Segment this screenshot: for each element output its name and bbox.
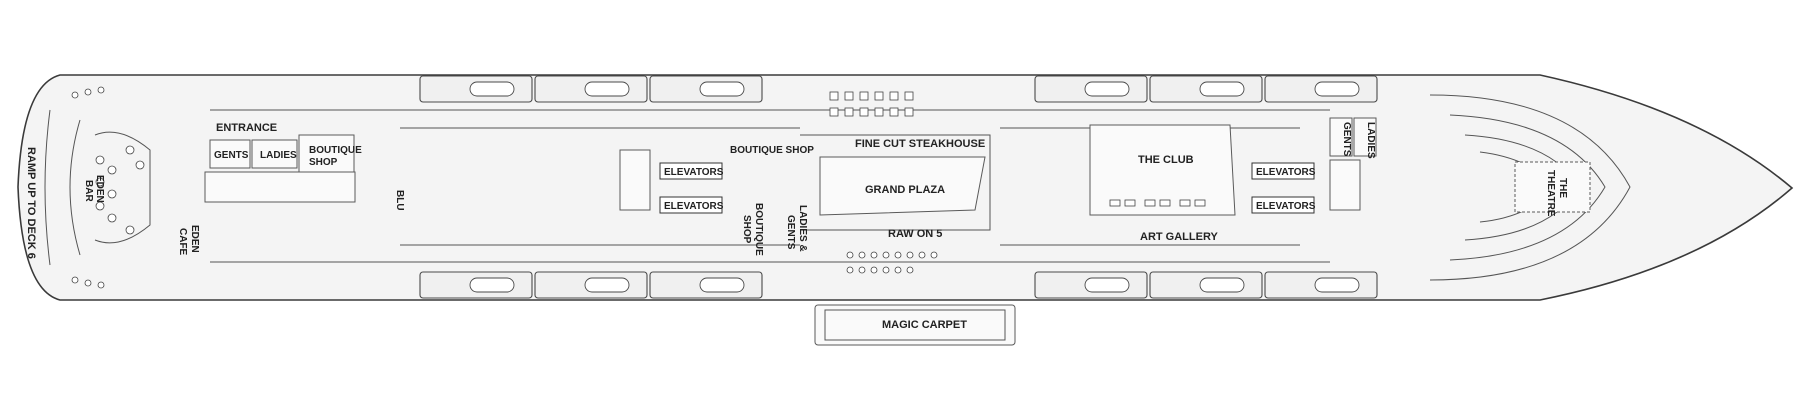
elevators-fwd-lower-box: [659, 196, 723, 214]
ladies-room: [251, 139, 298, 169]
magic-carpet-platform: [814, 304, 1016, 346]
the-club-outline: [1089, 124, 1236, 216]
gents-aft-room: [1329, 117, 1353, 157]
label-boutique-shop-1: BOUTIQUE: [309, 145, 362, 156]
ladies-aft-room: [1353, 117, 1377, 157]
elevator-shaft-aft: [1329, 159, 1361, 211]
label-fine-cut: FINE CUT STEAKHOUSE: [855, 138, 985, 150]
label-boutique-shop-2: SHOP: [309, 157, 338, 168]
gents-room: [209, 139, 251, 169]
atrium-outline: [800, 134, 991, 231]
label-ladies-gents-2: GENTS: [785, 215, 796, 250]
label-raw-on-5: RAW ON 5: [888, 228, 942, 240]
elevators-aft-upper-box: [1251, 162, 1315, 180]
grand-plaza-outline: [819, 156, 986, 216]
theatre-outline: [1429, 94, 1631, 281]
label-magic-carpet: MAGIC CARPET: [882, 319, 967, 331]
label-ladies: LADIES: [260, 150, 297, 161]
label-boutique-shop-upper: BOUTIQUE SHOP: [730, 145, 814, 156]
label-eden-bar-2: BAR: [83, 180, 94, 202]
fine-cut-seating: [829, 91, 914, 117]
label-theatre-1: THE: [1557, 178, 1568, 198]
forward-lounge-block: [204, 171, 356, 203]
eden-area-outline: [44, 109, 151, 266]
label-elevators-aft-upper: ELEVATORS: [1256, 167, 1316, 178]
label-ladies-gents-1: LADIES &: [797, 205, 808, 252]
label-entrance: ENTRANCE: [216, 122, 277, 134]
label-eden-bar-1: EDEN: [94, 175, 105, 203]
label-gents: GENTS: [214, 150, 249, 161]
magic-carpet-inner: [824, 309, 1006, 341]
tenders-lower: [419, 271, 1378, 299]
label-elevators-fwd-upper: ELEVATORS: [664, 167, 724, 178]
theatre-stage: [1514, 161, 1591, 213]
centerline-wall: [400, 127, 1300, 246]
label-ladies-aft: LADIES: [1365, 122, 1376, 159]
elevators-aft-lower-box: [1251, 196, 1315, 214]
label-ramp: RAMP UP TO DECK 6: [25, 147, 37, 259]
boutique-shop-fwd: [298, 134, 355, 176]
theatre-rows-1: [1449, 114, 1606, 261]
elevators-fwd-upper-box: [659, 162, 723, 180]
label-elevators-fwd-lower: ELEVATORS: [664, 201, 724, 212]
eden-seating: [71, 86, 145, 289]
tenders-upper: [419, 75, 1378, 103]
elevator-shaft-fwd: [619, 149, 651, 211]
label-eden-cafe-1: EDEN: [189, 225, 200, 253]
label-gents-aft: GENTS: [1341, 122, 1352, 157]
label-blu: BLU: [394, 190, 405, 211]
label-boutique-shop-v1: BOUTIQUE: [753, 203, 764, 256]
label-grand-plaza: GRAND PLAZA: [865, 184, 945, 196]
label-the-club: THE CLUB: [1138, 154, 1194, 166]
label-elevators-aft-lower: ELEVATORS: [1256, 201, 1316, 212]
raw-on-5-seating: [846, 251, 938, 274]
label-eden-cafe-2: CAFE: [177, 228, 188, 256]
art-gallery-seating: [1109, 199, 1206, 207]
label-boutique-shop-v2: SHOP: [741, 215, 752, 244]
label-art-gallery: ART GALLERY: [1140, 231, 1218, 243]
label-theatre-2: THEATRE: [1545, 170, 1556, 217]
